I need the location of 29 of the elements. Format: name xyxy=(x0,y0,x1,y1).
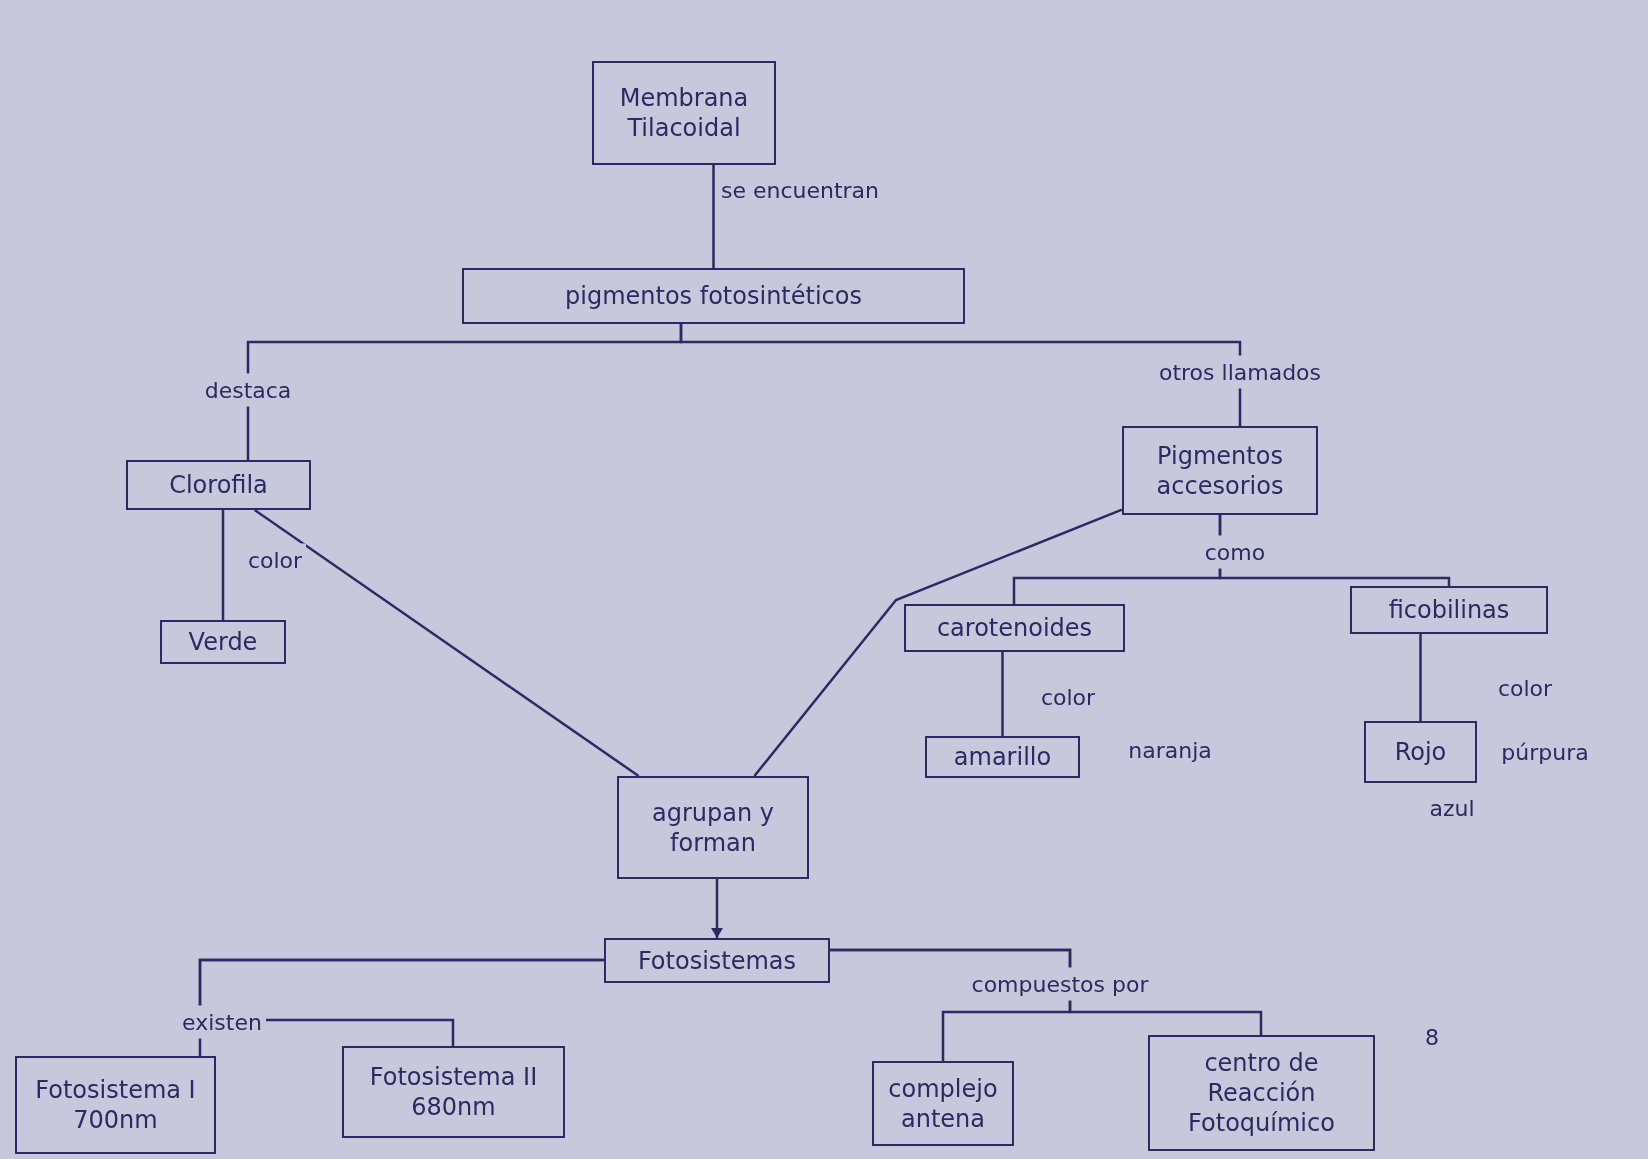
concept-box: carotenoides xyxy=(904,604,1125,652)
concept-box: Fotosistema II 680nm xyxy=(342,1046,565,1138)
concept-box: agrupan y forman xyxy=(617,776,809,879)
concept-box: pigmentos fotosintéticos xyxy=(462,268,965,324)
note-text: púrpura xyxy=(1501,738,1589,767)
page-number: 8 xyxy=(1425,1023,1439,1052)
concept-box: ficobilinas xyxy=(1350,586,1548,634)
concept-box: Clorofila xyxy=(126,460,311,510)
concept-box: Fotosistema I 700nm xyxy=(15,1056,216,1154)
concept-box: centro de Reacción Fotoquímico xyxy=(1148,1035,1375,1151)
connector-line xyxy=(221,510,225,620)
concept-box: Rojo xyxy=(1364,721,1477,783)
concept-box: Membrana Tilacoidal xyxy=(592,61,776,165)
connector-line xyxy=(1419,634,1422,721)
connector-line xyxy=(1218,515,1451,586)
connector-line xyxy=(753,508,1123,777)
note-text: azul xyxy=(1429,794,1475,823)
connector-line xyxy=(253,508,640,778)
concept-box: amarillo xyxy=(925,736,1080,778)
connector-line xyxy=(830,948,1263,1035)
concept-box: Fotosistemas xyxy=(604,938,830,983)
concept-box: Verde xyxy=(160,620,286,664)
note-text: naranja xyxy=(1128,736,1212,765)
arrow xyxy=(711,879,723,938)
concept-box: Pigmentos accesorios xyxy=(1122,426,1318,515)
concept-box: complejo antena xyxy=(872,1061,1014,1146)
connector-line xyxy=(679,324,1242,426)
connector-line xyxy=(1001,652,1004,736)
connector-line xyxy=(712,165,715,268)
